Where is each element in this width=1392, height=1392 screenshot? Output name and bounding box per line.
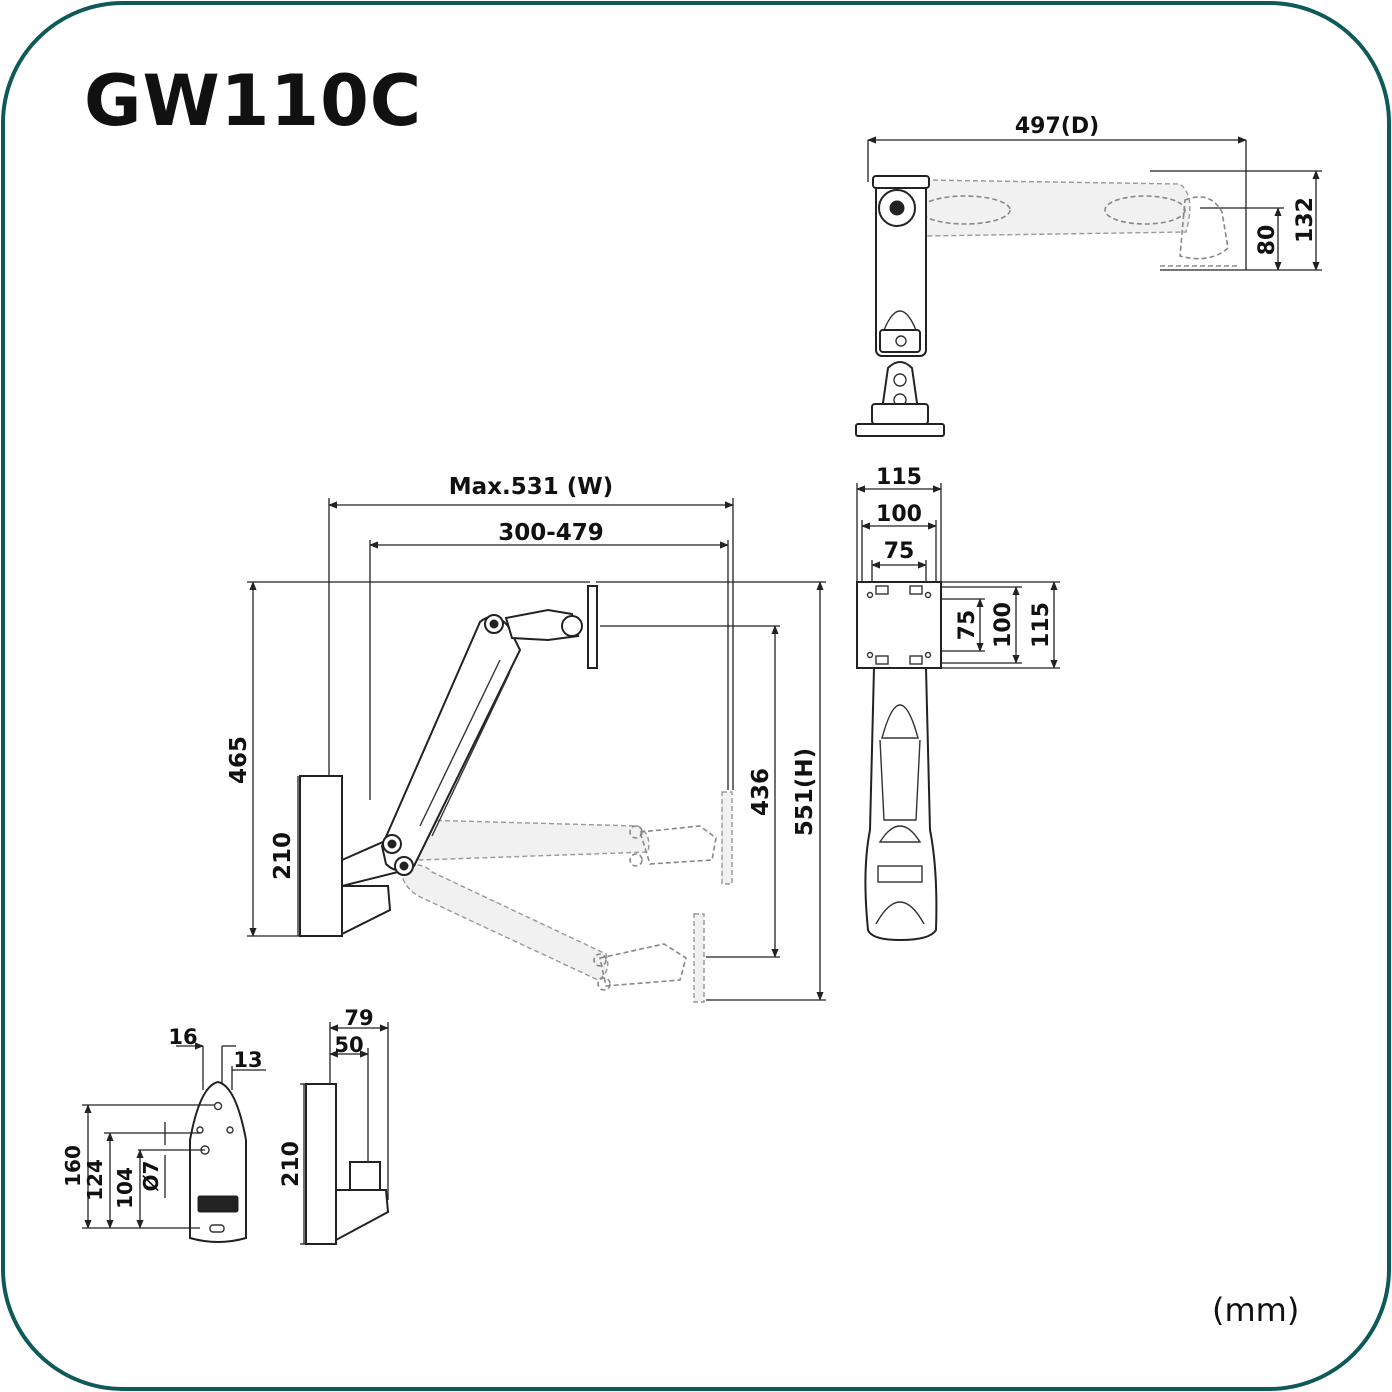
plate-front-shape <box>189 1080 247 1243</box>
vesa-view: 115 100 75 115 100 75 <box>856 465 1060 942</box>
max-width-label: Max.531 (W) <box>449 474 613 500</box>
height-100-label: 100 <box>991 602 1016 648</box>
height-75-label: 75 <box>955 610 980 641</box>
top-view: 497(D) 132 80 <box>855 114 1322 437</box>
width-16-label: 16 <box>168 1025 197 1049</box>
depth-label: 497(D) <box>1015 114 1099 139</box>
plate-side-view: 79 50 210 <box>279 1006 390 1245</box>
width-100-label: 100 <box>876 502 922 527</box>
height-210-plate-label: 210 <box>279 1141 304 1187</box>
height-132-label: 132 <box>1293 197 1318 243</box>
height-465-label: 465 <box>226 736 252 784</box>
wall-plate <box>299 775 343 937</box>
monitor-plate-side <box>587 585 598 669</box>
front-arm-body <box>864 667 938 942</box>
width-79-label: 79 <box>344 1006 373 1030</box>
height-551-label: 551(H) <box>792 748 818 836</box>
height-124-label: 124 <box>83 1159 107 1201</box>
height-436-label: 436 <box>748 768 774 816</box>
width-75-label: 75 <box>884 539 915 564</box>
width-13-label: 13 <box>233 1048 262 1072</box>
height-115-label: 115 <box>1029 602 1054 648</box>
height-104-label: 104 <box>113 1167 137 1209</box>
plate-side-shape <box>305 1083 337 1245</box>
width-50-label: 50 <box>334 1033 363 1057</box>
width-115-label: 115 <box>876 465 922 490</box>
height-160-label: 160 <box>61 1145 85 1187</box>
diameter-label: Ø7 <box>139 1161 163 1192</box>
vesa-plate <box>856 581 942 669</box>
unit-note: (mm) <box>1212 1291 1300 1329</box>
height-80-label: 80 <box>1255 225 1280 256</box>
height-210-label: 210 <box>270 832 296 880</box>
plate-front-view: 16 13 160 124 104 Ø7 <box>61 1025 266 1243</box>
width-range-label: 300-479 <box>498 520 604 546</box>
side-view: Max.531 (W) 300-479 465 210 436 551(H) <box>226 474 826 1003</box>
page-title: GW110C <box>84 60 423 142</box>
